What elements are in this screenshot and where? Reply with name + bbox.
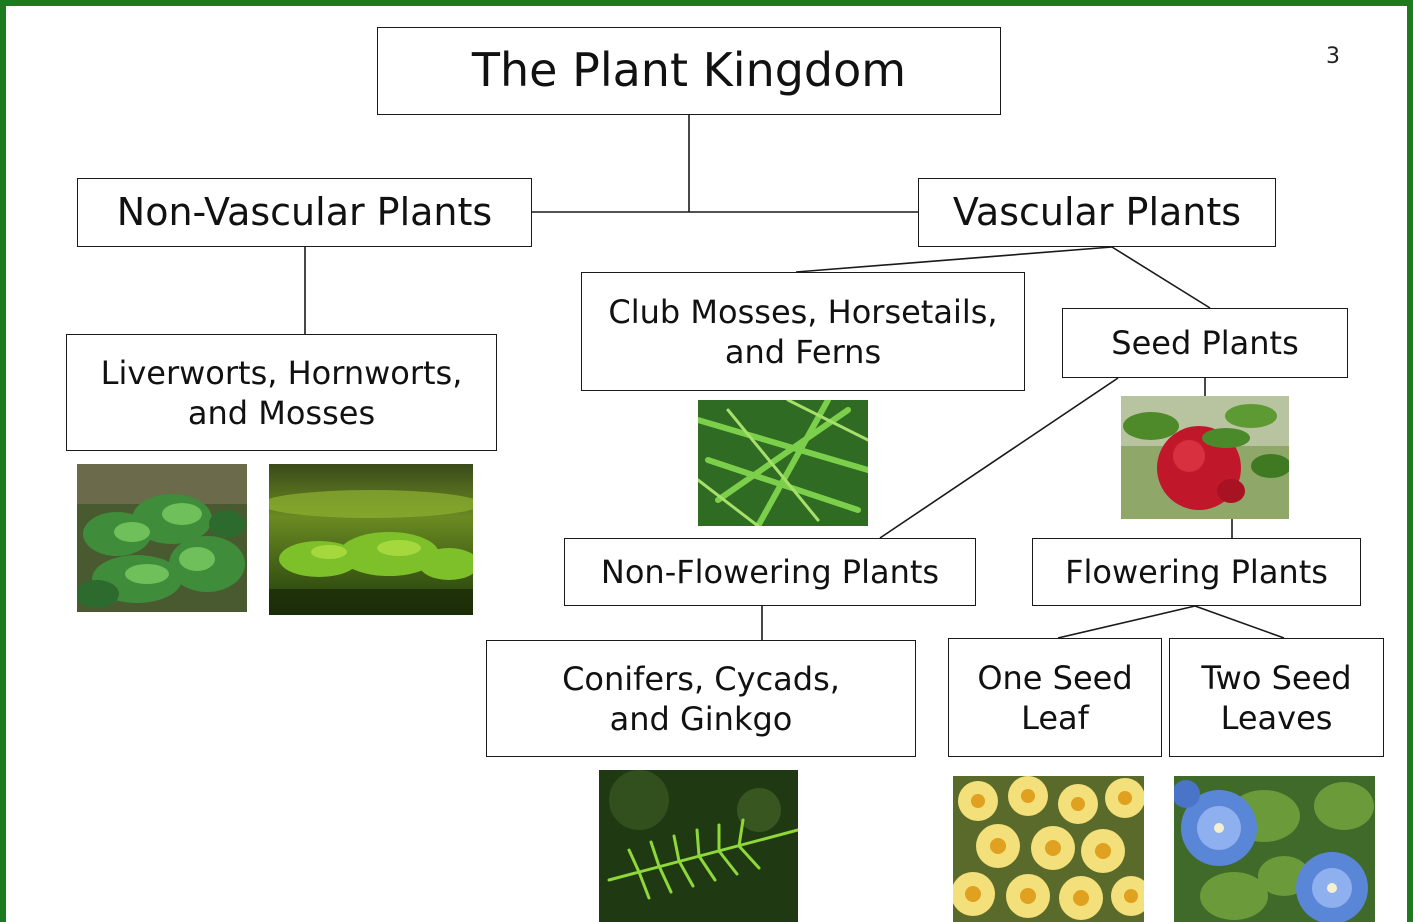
morning-glory-photo — [1174, 776, 1375, 922]
node-liverworts: Liverworts, Hornworts, and Mosses — [66, 334, 497, 451]
moss-photo — [269, 464, 473, 615]
fern-photo — [698, 400, 868, 526]
node-two-seed-leaves: Two Seed Leaves — [1169, 638, 1384, 757]
connector-flowering-oneseed — [1058, 606, 1195, 638]
node-conifers: Conifers, Cycads, and Ginkgo — [486, 640, 916, 757]
node-flowering: Flowering Plants — [1032, 538, 1361, 606]
page-number: 3 — [1326, 44, 1340, 69]
daffodil-photo — [953, 776, 1144, 922]
node-one-seed-leaf: One Seed Leaf — [948, 638, 1162, 757]
conifer-photo — [599, 770, 798, 922]
node-non-flowering: Non-Flowering Plants — [564, 538, 976, 606]
connector-vascular-clubmosses — [796, 247, 1112, 272]
connector-flowering-twoseed — [1195, 606, 1284, 638]
node-vascular: Vascular Plants — [918, 178, 1276, 247]
connector-vascular-seed — [1112, 247, 1210, 308]
connector-seed-nonflowering — [880, 378, 1118, 538]
node-seed-plants: Seed Plants — [1062, 308, 1348, 378]
apple-photo — [1121, 396, 1289, 519]
node-club-mosses: Club Mosses, Horsetails, and Ferns — [581, 272, 1025, 391]
liverwort-photo — [77, 464, 247, 612]
node-plant-kingdom: The Plant Kingdom — [377, 27, 1001, 115]
node-non-vascular: Non-Vascular Plants — [77, 178, 532, 247]
